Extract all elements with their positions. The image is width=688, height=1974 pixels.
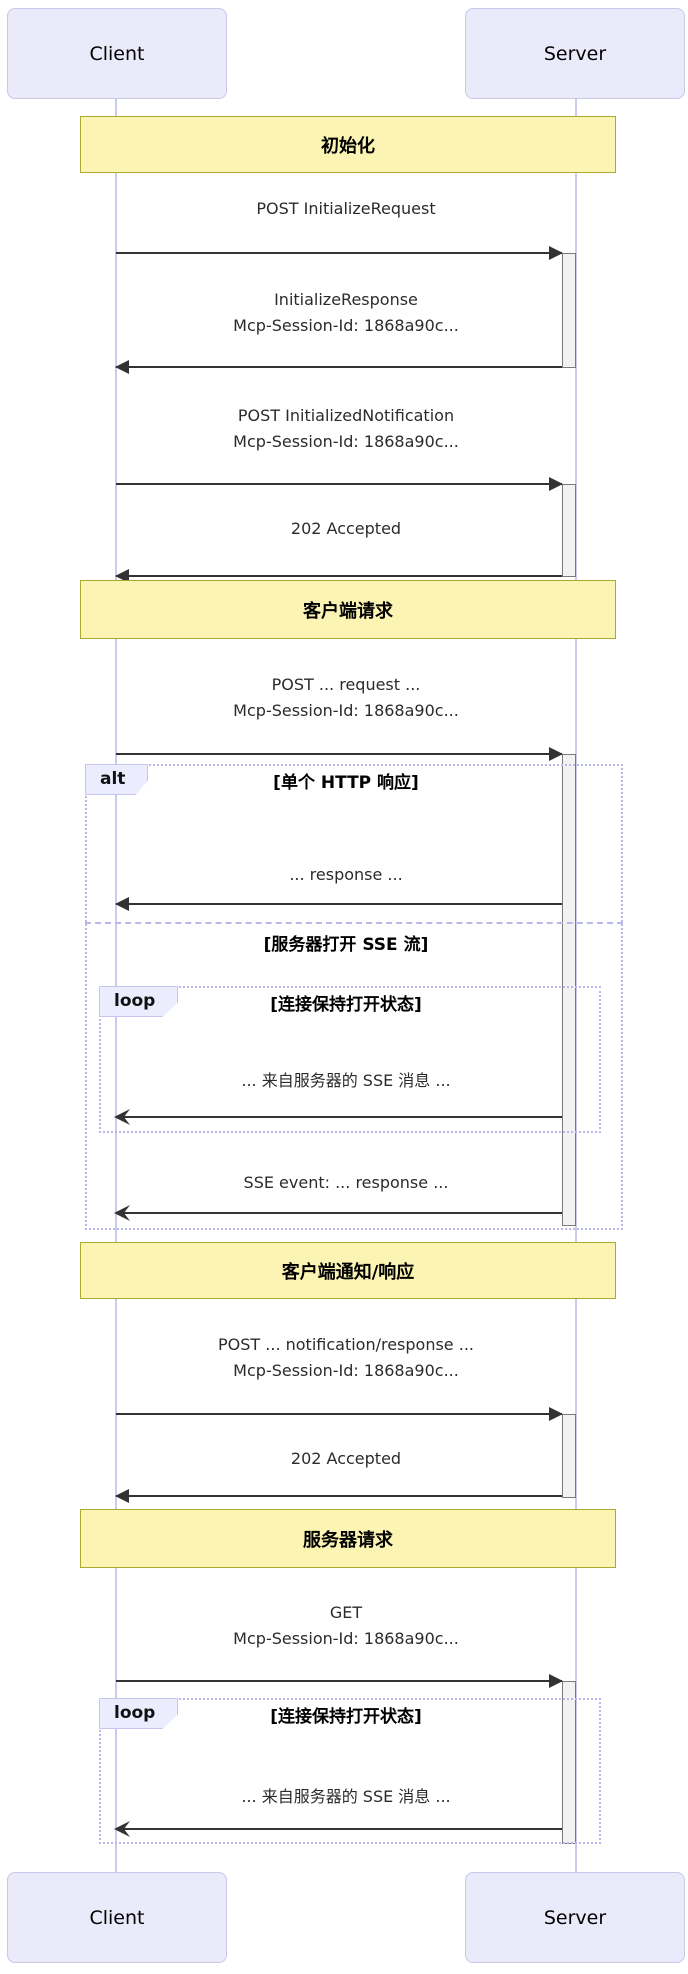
arrowhead-async-icon	[114, 1109, 130, 1125]
message-text: 202 Accepted	[290, 519, 402, 538]
lifeline-client	[115, 99, 117, 1872]
fragment-label-text: loop	[114, 1703, 156, 1723]
fragment-alt-condition-2: [服务器打开 SSE 流]	[264, 930, 429, 955]
arrowhead-icon	[549, 1674, 563, 1688]
condition-text: [连接保持打开状态]	[270, 995, 422, 1015]
condition-text: [单个 HTTP 响应]	[273, 773, 419, 793]
fragment-alt-label: alt	[85, 764, 149, 795]
message-label-post-notification: POST ... notification/response ... Mcp-S…	[218, 1332, 474, 1384]
participant-label: Server	[543, 1906, 607, 1929]
fragment-alt-divider	[85, 922, 623, 924]
message-text: Mcp-Session-Id: 1868a90c...	[233, 1361, 459, 1380]
message-arrow-initialized-notification	[116, 477, 563, 491]
message-label-accepted-2: 202 Accepted	[291, 1446, 401, 1472]
message-text: POST ... notification/response ...	[218, 1335, 474, 1354]
fragment-loop-sse-label: loop	[99, 986, 179, 1017]
message-text: ... response ...	[289, 865, 403, 884]
message-arrow-sse-event-response	[114, 1205, 562, 1221]
message-label-init-request: POST InitializeRequest	[256, 196, 435, 222]
activation-bar	[562, 754, 576, 1226]
message-arrow-post-notification	[116, 1407, 563, 1421]
fragment-loop-sse	[99, 986, 601, 1133]
fragment-loop-get-condition: [连接保持打开状态]	[270, 1702, 422, 1727]
message-text: POST ... request ...	[271, 675, 421, 694]
arrowhead-icon	[115, 569, 129, 583]
message-arrow-accepted-1	[115, 569, 562, 583]
message-text: POST InitializeRequest	[256, 199, 436, 218]
arrowhead-icon	[549, 1407, 563, 1421]
message-text: Mcp-Session-Id: 1868a90c...	[233, 701, 459, 720]
message-label-accepted-1: 202 Accepted	[291, 516, 401, 542]
participant-label: Server	[543, 42, 607, 65]
activation-bar	[562, 253, 576, 368]
section-title: 服务器请求	[303, 1529, 393, 1551]
fragment-alt	[85, 764, 623, 1230]
section-band-client-notify: 客户端通知/响应	[80, 1242, 616, 1299]
fragment-alt-condition-1: [单个 HTTP 响应]	[273, 768, 419, 793]
fragment-label-text: loop	[114, 991, 156, 1011]
message-text: Mcp-Session-Id: 1868a90c...	[233, 1629, 459, 1648]
message-label-initialized-notification: POST InitializedNotification Mcp-Session…	[233, 403, 459, 455]
message-label-client-post-request: POST ... request ... Mcp-Session-Id: 186…	[233, 672, 459, 724]
message-text: Mcp-Session-Id: 1868a90c...	[233, 432, 459, 451]
message-text: SSE event: ... response ...	[243, 1173, 449, 1192]
message-label-sse-message-2: ... 来自服务器的 SSE 消息 ...	[241, 1784, 450, 1810]
message-label-single-response: ... response ...	[289, 862, 402, 888]
participant-label: Client	[89, 42, 145, 65]
message-text: POST InitializedNotification	[237, 406, 455, 425]
participant-client-bottom: Client	[7, 1872, 227, 1963]
arrowhead-icon	[115, 360, 129, 374]
participant-label: Client	[89, 1906, 145, 1929]
message-arrow-init-response	[115, 360, 562, 374]
message-text: Mcp-Session-Id: 1868a90c...	[233, 316, 459, 335]
message-arrow-accepted-2	[115, 1489, 562, 1503]
condition-text: [服务器打开 SSE 流]	[263, 935, 429, 955]
message-arrow-sse-message-1	[114, 1109, 562, 1125]
fragment-loop-sse-condition: [连接保持打开状态]	[270, 990, 422, 1015]
message-label-sse-message-1: ... 来自服务器的 SSE 消息 ...	[241, 1068, 450, 1094]
participant-client-top: Client	[7, 8, 227, 99]
fragment-label-text: alt	[100, 769, 126, 789]
message-text: 202 Accepted	[290, 1449, 402, 1468]
section-title: 初始化	[321, 135, 375, 157]
fragment-loop-get-label: loop	[99, 1698, 179, 1729]
arrowhead-async-icon	[114, 1205, 130, 1221]
message-arrow-get-request	[116, 1674, 563, 1688]
section-band-init: 初始化	[80, 116, 616, 173]
arrowhead-icon	[549, 477, 563, 491]
message-text: ... 来自服务器的 SSE 消息 ...	[241, 1071, 451, 1090]
arrowhead-icon	[115, 1489, 129, 1503]
activation-bar	[562, 1414, 576, 1498]
message-label-init-response: InitializeResponse Mcp-Session-Id: 1868a…	[233, 287, 459, 339]
arrowhead-icon	[115, 897, 129, 911]
section-band-server-request: 服务器请求	[80, 1509, 616, 1568]
lifeline-server	[575, 99, 577, 1872]
message-label-sse-event-response: SSE event: ... response ...	[244, 1170, 449, 1196]
message-label-get-request: GET Mcp-Session-Id: 1868a90c...	[233, 1600, 459, 1652]
message-arrow-init-request	[116, 246, 563, 260]
participant-server-top: Server	[465, 8, 685, 99]
message-text: ... 来自服务器的 SSE 消息 ...	[241, 1787, 451, 1806]
condition-text: [连接保持打开状态]	[270, 1707, 422, 1727]
message-text: InitializeResponse	[274, 290, 418, 309]
message-arrow-single-response	[115, 897, 562, 911]
arrowhead-icon	[549, 246, 563, 260]
section-title: 客户端请求	[303, 600, 393, 622]
arrowhead-icon	[549, 747, 563, 761]
arrowhead-async-icon	[114, 1821, 130, 1837]
message-text: GET	[329, 1603, 363, 1622]
section-title: 客户端通知/响应	[281, 1261, 415, 1283]
fragment-loop-get	[99, 1698, 601, 1844]
message-arrow-client-post-request	[116, 747, 563, 761]
participant-server-bottom: Server	[465, 1872, 685, 1963]
activation-bar	[562, 484, 576, 577]
section-band-client-request: 客户端请求	[80, 580, 616, 639]
message-arrow-sse-message-2	[114, 1821, 562, 1837]
